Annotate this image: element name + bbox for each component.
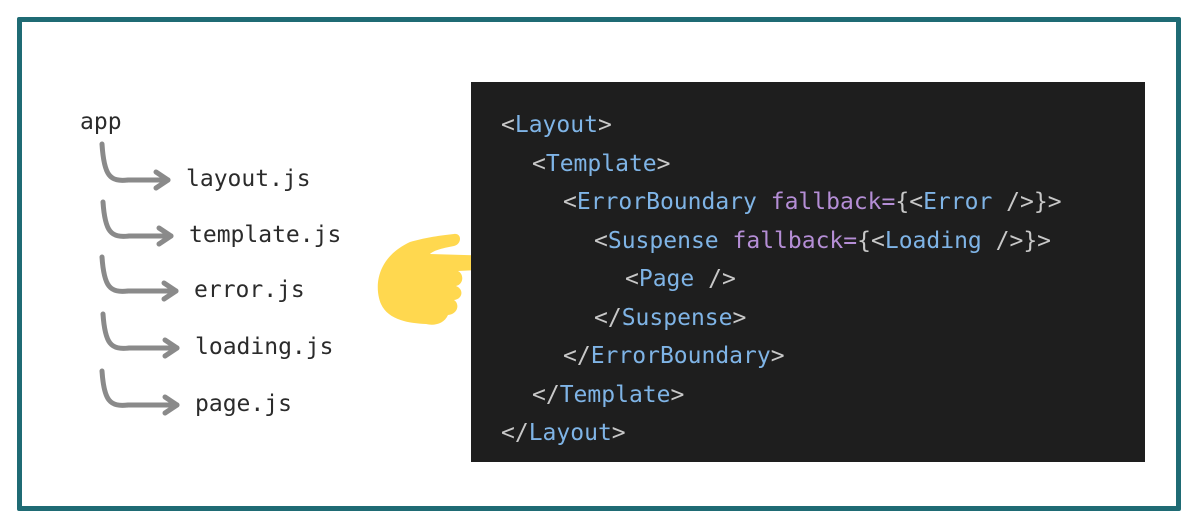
code-token-eq: = xyxy=(881,189,896,215)
code-token-punct xyxy=(757,189,771,215)
code-line: <Template> xyxy=(532,150,671,177)
code-token-tag: Layout xyxy=(528,420,612,446)
tree-file-page-js: page.js xyxy=(195,391,292,417)
tree-root-label: app xyxy=(80,109,122,135)
code-token-punct xyxy=(719,228,733,254)
code-line: </Layout> xyxy=(501,422,626,445)
code-token-punct: > xyxy=(611,420,626,446)
code-token-tag: Page xyxy=(638,266,695,292)
code-token-punct: > xyxy=(597,112,612,138)
code-token-tag: Suspense xyxy=(607,227,719,254)
code-line: </Suspense> xyxy=(594,304,747,331)
code-token-punct: </ xyxy=(501,420,529,446)
tree-file-error-js: error.js xyxy=(194,277,305,303)
code-token-punct: < xyxy=(501,112,515,138)
code-line: </ErrorBoundary> xyxy=(563,345,785,368)
code-line: <ErrorBoundary fallback={<Error />}> xyxy=(563,191,1062,214)
code-token-punct: > xyxy=(770,343,785,369)
code-token-tag: ErrorBoundary xyxy=(590,343,771,369)
code-line: <Layout> xyxy=(501,114,612,137)
code-token-punct: < xyxy=(563,189,577,215)
code-token-punct: {< xyxy=(857,227,885,254)
code-token-tag: Template xyxy=(559,381,671,408)
code-token-punct: </ xyxy=(594,304,622,331)
tree-file-layout-js: layout.js xyxy=(186,166,311,192)
code-token-punct: {< xyxy=(895,189,924,215)
code-token-tag: Suspense xyxy=(621,304,733,331)
code-token-tag: ErrorBoundary xyxy=(576,189,757,215)
code-token-punct: > xyxy=(670,381,685,408)
code-token-punct: </ xyxy=(563,343,591,369)
code-token-attr: fallback xyxy=(732,227,844,254)
code-token-punct: < xyxy=(532,150,546,177)
tree-file-template-js: template.js xyxy=(189,222,342,248)
code-token-punct: </ xyxy=(532,381,560,408)
code-token-punct: > xyxy=(732,304,747,331)
code-token-eq: = xyxy=(843,227,858,254)
code-token-punct: < xyxy=(625,266,639,292)
code-token-tag: Error xyxy=(923,189,993,215)
code-line: <Suspense fallback={<Loading />}> xyxy=(594,227,1052,254)
code-token-tag: Layout xyxy=(514,112,598,138)
tree-file-loading-js: loading.js xyxy=(195,334,334,360)
diagram-frame xyxy=(17,17,1181,511)
code-token-punct: /> xyxy=(694,266,736,292)
code-token-punct: />}> xyxy=(981,227,1052,254)
code-token-punct: />}> xyxy=(992,189,1062,215)
code-token-tag: Template xyxy=(545,150,657,177)
code-line: <Page /> xyxy=(625,268,736,291)
code-token-punct: < xyxy=(594,227,608,254)
code-token-punct: > xyxy=(656,150,671,177)
code-panel: <Layout><Template><ErrorBoundary fallbac… xyxy=(471,82,1145,462)
code-token-tag: Loading xyxy=(884,227,982,254)
code-token-attr: fallback xyxy=(770,189,882,215)
code-line: </Template> xyxy=(532,381,685,408)
